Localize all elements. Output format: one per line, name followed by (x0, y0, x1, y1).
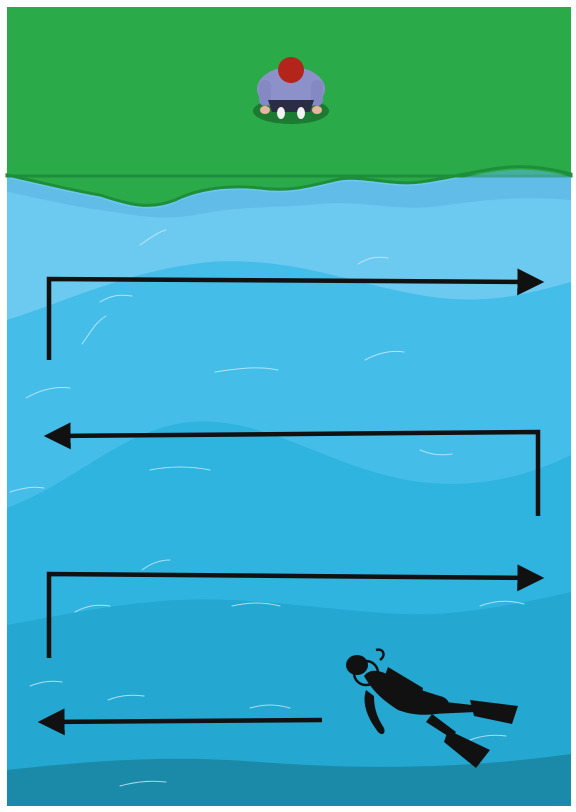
observer-legs (268, 100, 314, 112)
observer-left-shoe (277, 107, 285, 119)
observer-right-shoe (297, 107, 305, 119)
sweep-arrow-4 (44, 720, 322, 722)
observer-hair (278, 57, 304, 83)
observer-left-hand (260, 106, 270, 114)
observer-right-hand (312, 106, 322, 114)
